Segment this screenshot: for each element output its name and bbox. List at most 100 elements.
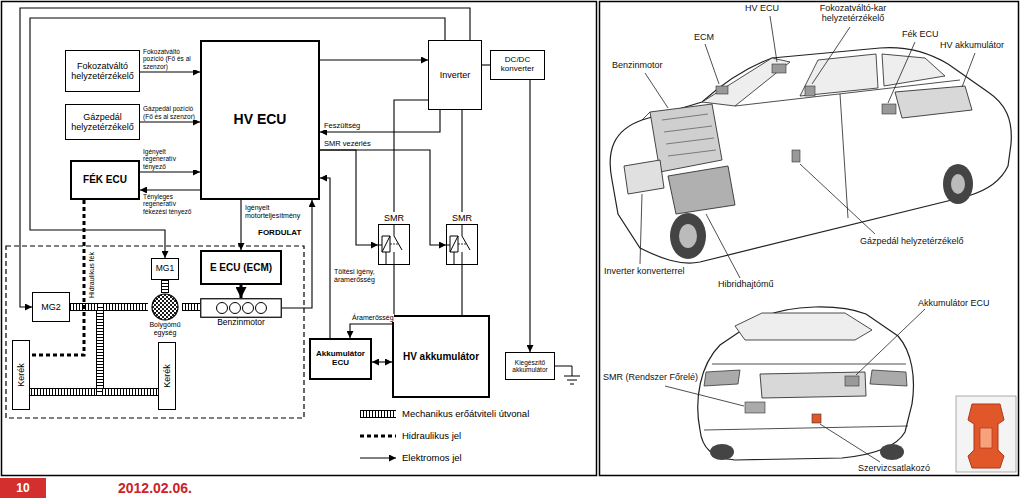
signal-line	[320, 150, 446, 245]
ecu-box: HV ECU	[200, 40, 320, 200]
ecu-box: Akkumulátor ECU	[309, 338, 372, 380]
photo-frame	[956, 396, 1016, 472]
callout-label: Szervizcsatlakozó	[858, 463, 930, 473]
car-wheel	[710, 444, 734, 460]
signal-line	[140, 121, 200, 122]
legend-text: Hidraulikus jel	[402, 430, 461, 442]
engine-part	[662, 114, 716, 156]
ecm-part	[716, 86, 728, 94]
signal-line	[240, 200, 241, 250]
tail-light	[704, 370, 740, 386]
signal-label: Hidraulikus fék	[88, 252, 96, 298]
signal-label: Igényelt regeneratív tényező	[143, 148, 198, 170]
signal-line	[320, 178, 330, 338]
signal-line	[530, 80, 531, 352]
signal-line	[482, 64, 490, 65]
engine-outline	[201, 299, 282, 318]
node-text: SMR	[384, 212, 404, 224]
relay-part	[745, 402, 765, 413]
mechanical-path	[30, 307, 100, 392]
mechanical-path	[182, 304, 200, 310]
signal-line	[462, 265, 463, 315]
legend-sample	[360, 411, 396, 417]
car-line	[704, 364, 908, 430]
signal-line	[394, 100, 428, 212]
signal-line	[393, 265, 394, 315]
signal-line	[394, 265, 395, 315]
node-text: MG1	[156, 264, 174, 274]
plug-part	[812, 414, 821, 423]
signal-line	[140, 122, 200, 123]
signal-line	[282, 200, 312, 308]
signal-label: Gázpedál pozíció (Fő és al szenzor)	[143, 105, 198, 120]
signal-label: Tényleges regeneratív fékezési tényező	[143, 193, 198, 215]
node-text: Gázpedál helyzetérzékelő	[69, 112, 136, 132]
signal-line	[320, 150, 378, 245]
panel-frame	[600, 2, 1019, 476]
callout-label: ECM	[694, 32, 714, 42]
car-wheel	[880, 444, 904, 460]
legend-text: Mechanikus erőátviteli útvonal	[402, 408, 529, 420]
mechanical-path	[162, 280, 168, 293]
callout-label: Hibridhajtómű	[718, 279, 774, 289]
signal-label: Igényelt motorteljesítmény	[245, 204, 307, 220]
signal-line	[529, 80, 530, 352]
node-text: HV akkumulátor	[403, 351, 479, 362]
system-boundary	[6, 246, 304, 418]
signal-line	[140, 190, 200, 191]
callout-label: Fék ECU	[902, 29, 939, 39]
signal-line	[241, 200, 242, 250]
signal-line	[320, 60, 428, 61]
node-text: Fokozatváltó helyzetérzékelő	[69, 61, 136, 81]
relay-symbol	[378, 224, 410, 265]
node-text: DC/DC konverter	[494, 56, 541, 74]
ground-symbol	[555, 366, 580, 384]
sensor-box: Gázpedál helyzetérzékelő	[65, 104, 140, 140]
sensor-part	[792, 150, 800, 162]
signal-label: FORDULAT	[258, 229, 301, 238]
battery-box: Kiegészítő akkumulátor	[505, 352, 555, 380]
signal-line	[394, 100, 428, 212]
relay-coil	[447, 225, 471, 265]
signal-line	[372, 362, 392, 363]
signal-line	[482, 65, 490, 66]
signal-line	[140, 172, 200, 173]
node-text: MG2	[41, 302, 61, 312]
callout-label: Akkumulátor ECU	[918, 298, 990, 308]
callout-label: SMR (Rendszer Főrelé)	[603, 372, 698, 382]
sensor-part	[805, 86, 815, 96]
signal-line	[20, 8, 470, 307]
signal-line	[140, 189, 200, 190]
callout-label: HV ECU	[745, 3, 779, 13]
node-text: E ECU (ECM)	[210, 262, 272, 273]
car-wheel	[670, 213, 706, 259]
engine-symbol: Benzinmotor	[200, 298, 282, 334]
battery-part	[760, 372, 866, 398]
node-text: Kerék	[162, 364, 172, 388]
mechanical-path	[182, 303, 200, 311]
ecu-part	[845, 376, 859, 386]
cylinder-symbol	[217, 303, 228, 314]
converter-box: DC/DC konverter	[490, 50, 545, 80]
mechanical-path	[30, 307, 100, 392]
signal-line	[140, 71, 200, 72]
car-window	[702, 58, 790, 106]
car-window	[800, 54, 878, 96]
battery-part	[895, 86, 972, 118]
signal-line	[320, 178, 330, 338]
car-window	[735, 313, 872, 340]
signal-line	[20, 8, 470, 307]
node-text: Bolygómű egység	[148, 321, 182, 337]
node-text: Inverter	[440, 70, 471, 80]
node-text: Akkumulátor ECU	[314, 350, 367, 368]
mechanical-path	[30, 307, 100, 392]
sensor-box: Fokozatváltó helyzetérzékelő	[65, 50, 140, 92]
relay-link	[458, 244, 466, 245]
cylinder-symbol	[230, 303, 241, 314]
planetary-gear: Bolygómű egység	[148, 293, 182, 338]
signal-label: SMR vezérlés	[324, 140, 371, 148]
signal-line	[320, 150, 378, 245]
